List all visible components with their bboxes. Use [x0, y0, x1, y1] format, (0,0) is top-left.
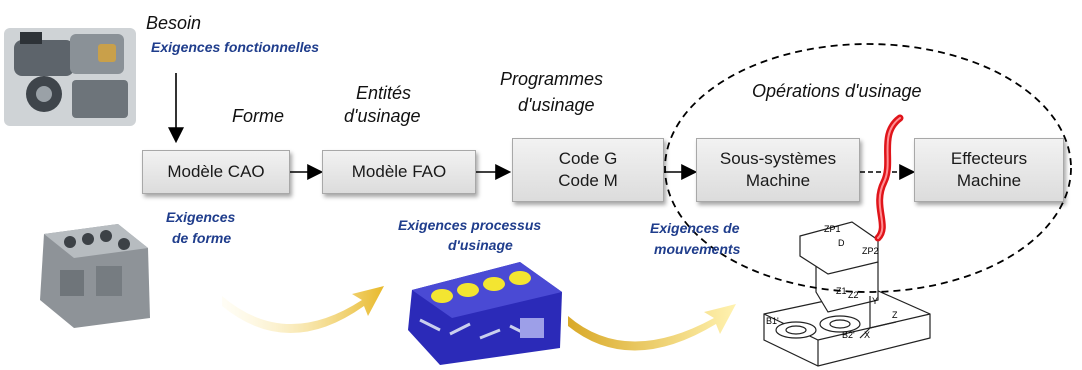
- machine-label-z1: Z1: [836, 286, 847, 296]
- label-forme: Forme: [232, 106, 285, 126]
- box-modele-fao: Modèle FAO: [322, 150, 476, 194]
- operations-dashed-ellipse: [664, 43, 1072, 293]
- label-dusinage-programmes: d'usinage: [518, 95, 595, 115]
- gold-curved-arrow-1: [222, 286, 384, 333]
- label-besoin: Besoin: [146, 13, 202, 33]
- engine-photo-icon: [4, 28, 136, 126]
- box-effecteurs-label: Effecteurs Machine: [950, 149, 1028, 190]
- req-forme-line1: Exigences: [166, 209, 236, 225]
- machine-tool-schematic-icon: [763, 221, 931, 367]
- box-effecteurs: Effecteurs Machine: [914, 138, 1064, 202]
- req-mouvements-line2: mouvements: [654, 241, 741, 257]
- req-processus-line2: d'usinage: [448, 237, 513, 253]
- label-programmes: Programmes: [500, 69, 604, 89]
- box-sous-systemes: Sous-systèmes Machine: [696, 138, 860, 202]
- box-code-label: Code G Code M: [558, 149, 618, 190]
- box-modele-cao-label: Modèle CAO: [167, 162, 265, 181]
- box-sous-systemes-label: Sous-systèmes Machine: [719, 149, 837, 190]
- box-code: Code G Code M: [512, 138, 664, 202]
- machine-label-b1: B1': [766, 316, 779, 326]
- machine-label-zp2: ZP2: [862, 246, 879, 256]
- box-modele-fao-label: Modèle FAO: [351, 162, 447, 181]
- machine-label-b2: B2': [842, 330, 855, 340]
- req-forme-line2: de forme: [172, 230, 232, 246]
- req-mouvements-line1: Exigences de: [650, 220, 740, 236]
- req-processus-line1: Exigences processus: [398, 217, 542, 233]
- machine-label-zp1: ZP1: [824, 224, 841, 234]
- engine-block-fea-icon: [408, 262, 562, 365]
- machine-label-x: X: [864, 330, 871, 340]
- machine-label-d: D: [838, 238, 845, 248]
- machine-label-z: Z: [892, 310, 898, 320]
- box-modele-cao: Modèle CAO: [142, 150, 290, 194]
- label-dusinage-entites: d'usinage: [344, 106, 421, 126]
- label-operations-dusinage: Opérations d'usinage: [752, 81, 922, 101]
- machine-label-z2: Z2: [848, 290, 859, 300]
- gold-curved-arrow-2: [568, 304, 736, 351]
- machine-label-y: Y: [872, 296, 879, 306]
- engine-block-photo-icon: [40, 224, 150, 328]
- label-exigences-fonctionnelles: Exigences fonctionnelles: [151, 39, 320, 55]
- label-entites: Entités: [356, 83, 412, 103]
